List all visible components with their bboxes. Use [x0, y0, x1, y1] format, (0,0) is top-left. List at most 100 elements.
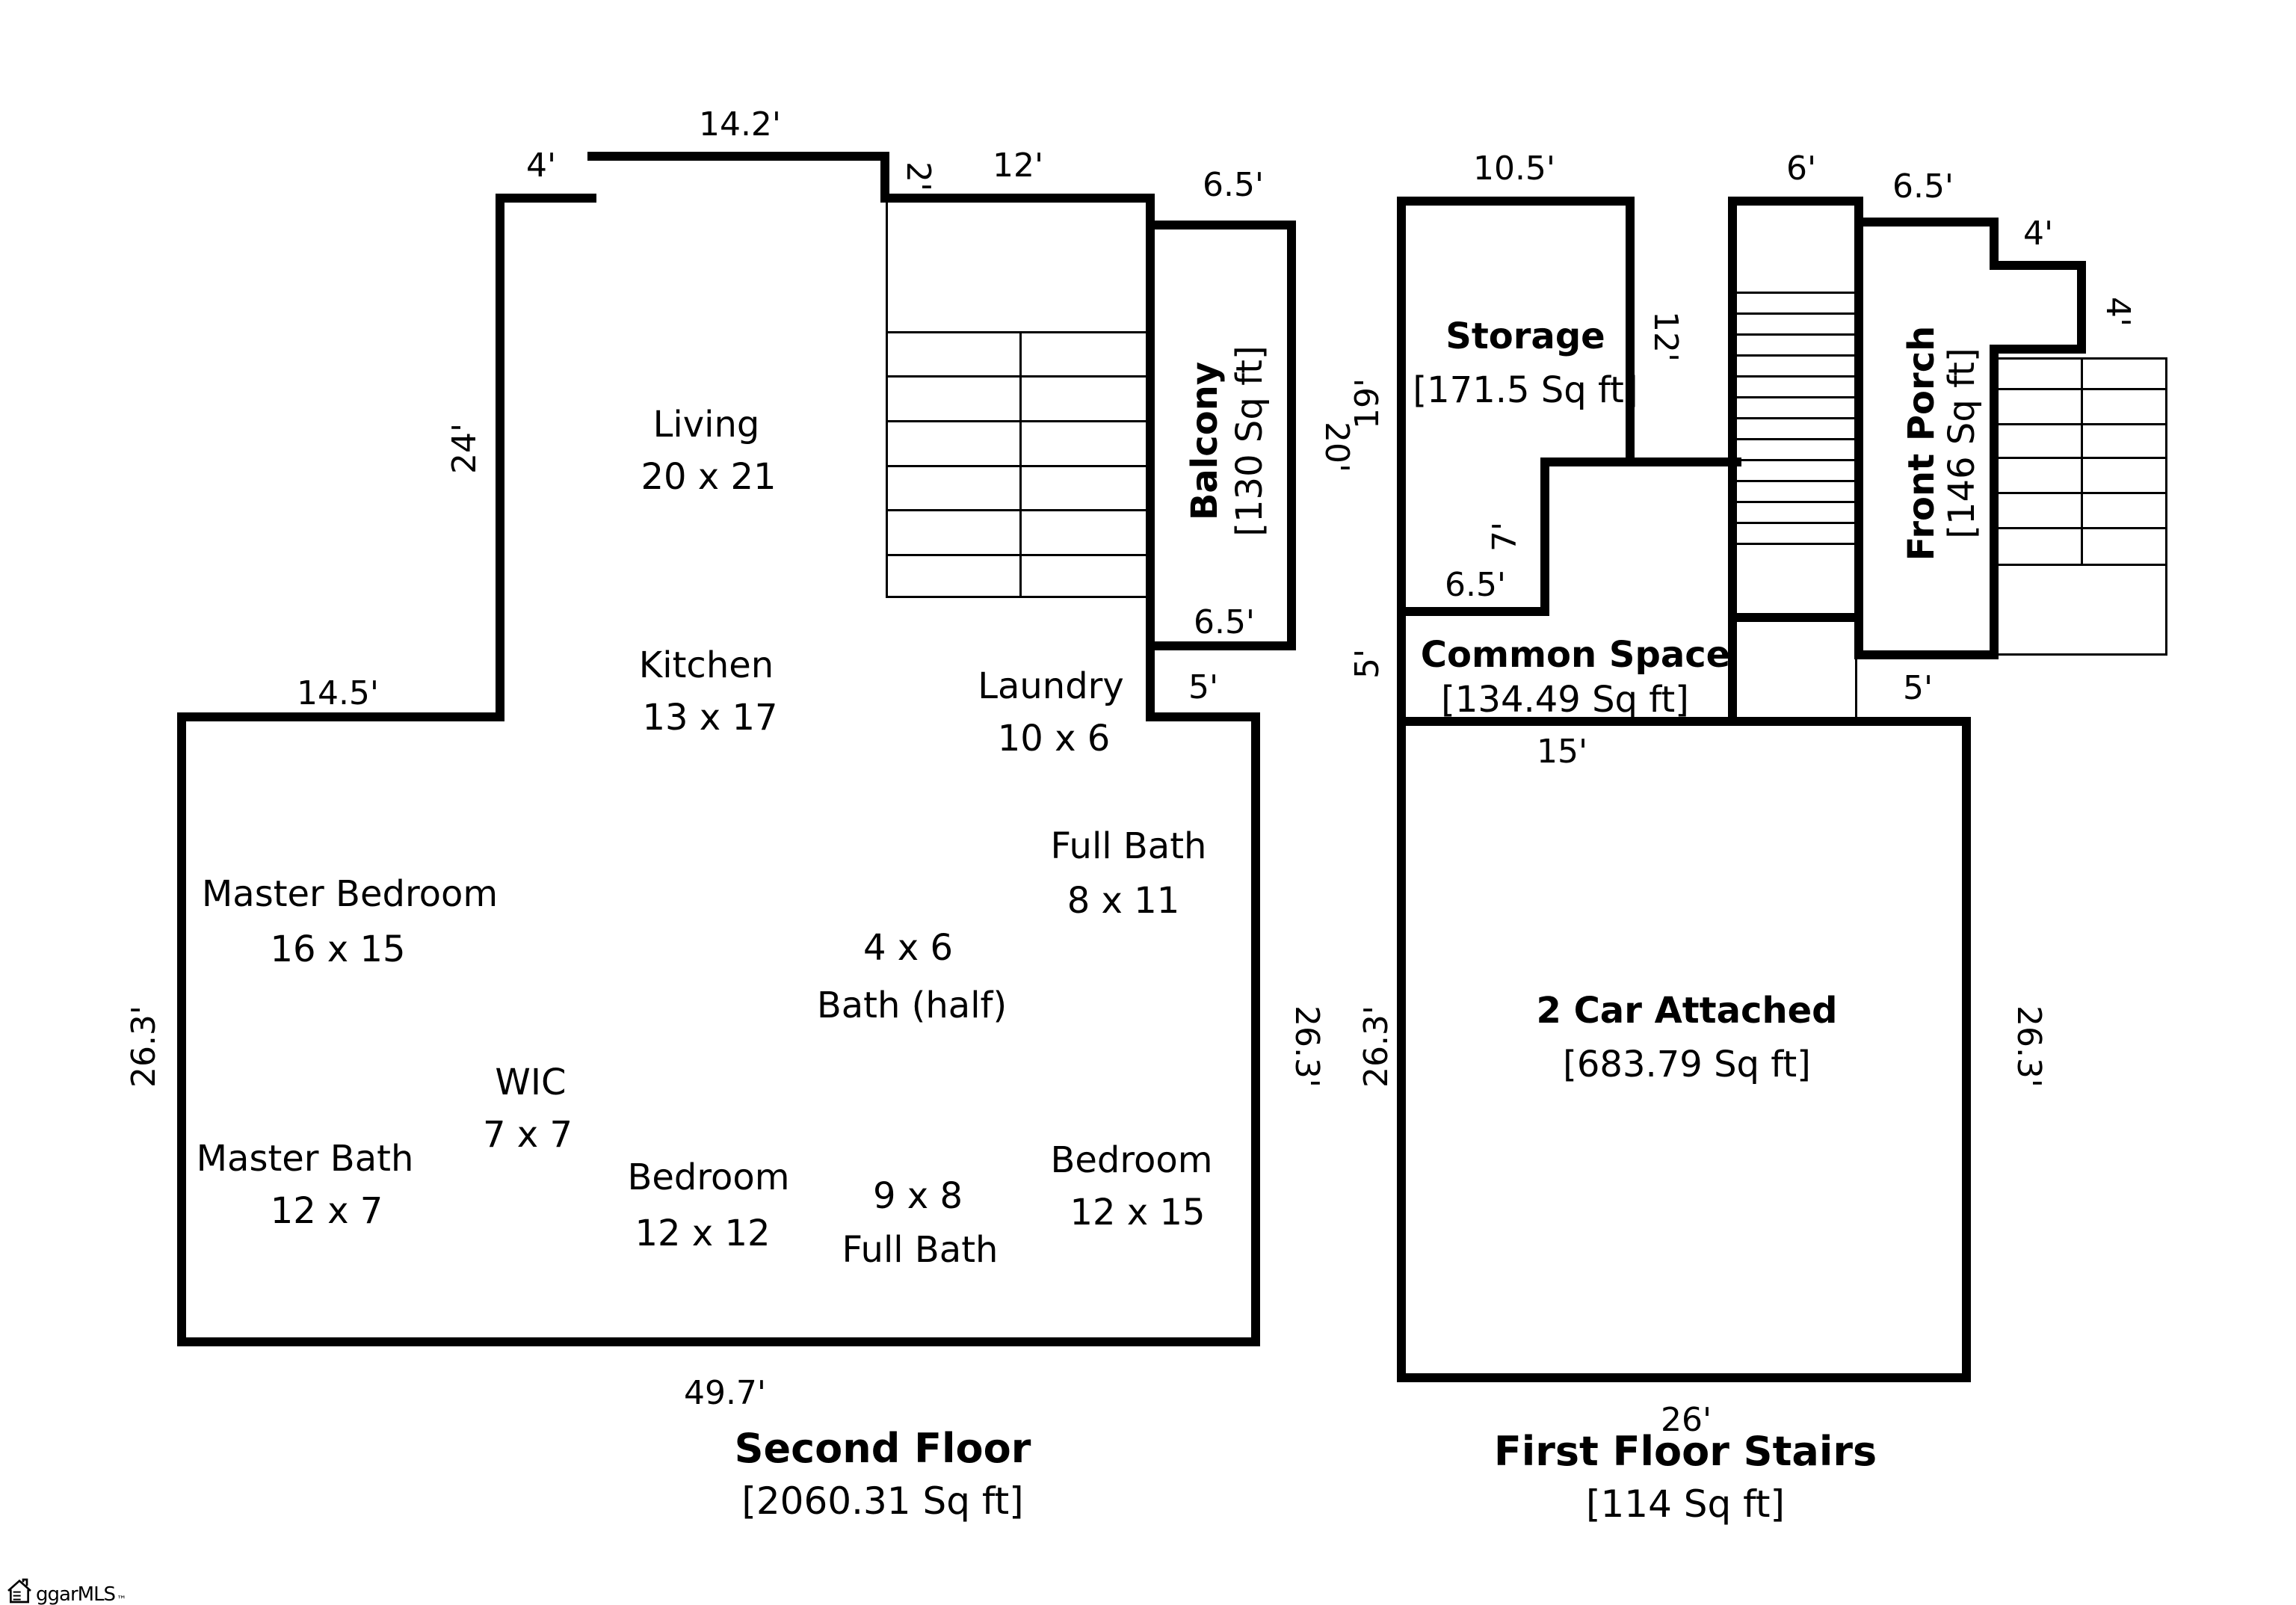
- watermark-tm: ™: [117, 1595, 127, 1605]
- wall: [1990, 261, 2086, 270]
- wall: [1854, 650, 1999, 659]
- stair-tread: [1737, 480, 1854, 482]
- dim-label: 26.3': [2010, 1005, 2048, 1088]
- dim-label: 5': [1902, 669, 1934, 707]
- wall: [1540, 458, 1549, 616]
- dim-label: 6.5': [1202, 166, 1265, 204]
- room-size: [146 Sq ft]: [1941, 348, 1983, 539]
- wall: [1146, 712, 1260, 721]
- dim-label: 19': [1348, 378, 1386, 430]
- stair-tread: [886, 331, 1146, 333]
- stairwell-edge: [886, 596, 1146, 598]
- wall: [1728, 613, 1863, 622]
- wall: [177, 712, 504, 721]
- dim-label: 20': [1318, 421, 1356, 473]
- wall: [1146, 194, 1155, 721]
- wall: [1397, 197, 1406, 1382]
- dim-label: 26.3': [1357, 1005, 1395, 1088]
- stair-tread: [1737, 438, 1854, 440]
- wall: [1540, 458, 1741, 466]
- room-size: 12 x 12: [635, 1213, 771, 1254]
- entry-step: [1999, 527, 2167, 529]
- dim-label: 6.5': [1892, 167, 1954, 206]
- mls-watermark: ggarMLS ™: [4, 1576, 126, 1605]
- room-label: Bath (half): [816, 985, 1007, 1026]
- wall: [1854, 218, 1999, 227]
- dim-label: 12': [1647, 310, 1685, 363]
- wall: [1728, 197, 1863, 206]
- stair-tread: [886, 420, 1146, 422]
- wall: [1251, 712, 1260, 1346]
- dim-label: 14.5': [296, 674, 380, 712]
- room-size: 12 x 15: [1070, 1192, 1206, 1233]
- entry-step-rail: [2081, 357, 2083, 566]
- dim-label: 6': [1786, 150, 1817, 188]
- floor-title: Second Floor: [734, 1425, 1031, 1472]
- stair-tread: [1737, 543, 1854, 545]
- stair-tread: [1737, 333, 1854, 336]
- room-label: Living: [652, 404, 760, 446]
- stair-tread: [886, 509, 1146, 511]
- room-size: [134.49 Sq ft]: [1441, 679, 1689, 721]
- dim-label: 6.5': [1193, 603, 1256, 641]
- entry-step: [1999, 423, 2167, 425]
- room-size: 7 x 7: [483, 1114, 573, 1156]
- room-size: 10 x 6: [997, 718, 1111, 760]
- dim-label: 26.3': [125, 1005, 163, 1088]
- floor-area: [2060.31 Sq ft]: [741, 1479, 1024, 1523]
- wall: [587, 152, 889, 161]
- room-label: Laundry: [978, 665, 1124, 707]
- entry-step: [1999, 492, 2167, 494]
- wall: [1397, 197, 1635, 206]
- entry-steps-edge: [1999, 653, 2167, 656]
- room-label: Storage: [1445, 315, 1605, 357]
- room-size: 20 x 21: [641, 456, 777, 498]
- balcony-wall: [1287, 221, 1296, 650]
- stair-tread: [886, 554, 1146, 556]
- stair-tread: [1737, 417, 1854, 419]
- dim-label: 7': [1486, 521, 1524, 552]
- room-label: Full Bath: [1050, 825, 1207, 867]
- dim-label: 15': [1536, 733, 1588, 771]
- stair-tread: [1737, 292, 1854, 294]
- room-size: 13 x 17: [642, 697, 778, 739]
- room-label: Master Bedroom: [201, 873, 499, 915]
- wall: [1962, 717, 1971, 1382]
- room-label: Balcony: [1184, 361, 1226, 521]
- stair-tread: [886, 465, 1146, 467]
- room-label: WIC: [495, 1062, 567, 1103]
- entry-step: [1999, 457, 2167, 459]
- room-size: 9 x 8: [873, 1175, 963, 1217]
- room-label: Kitchen: [638, 644, 774, 686]
- room-size: [130 Sq ft]: [1229, 345, 1271, 537]
- wall: [1397, 717, 1971, 726]
- watermark-brand: ggarMLS: [36, 1583, 116, 1605]
- room-label: Bedroom: [627, 1156, 790, 1198]
- dim-label: 26.3': [1288, 1005, 1326, 1088]
- room-label: 2 Car Attached: [1536, 990, 1838, 1032]
- stair-tread: [1737, 522, 1854, 524]
- dim-label: 6.5': [1444, 566, 1507, 604]
- room-size: 4 x 6: [863, 927, 953, 969]
- room-size: 12 x 7: [270, 1190, 383, 1232]
- dim-label: 12': [992, 147, 1044, 185]
- stair-tread: [1737, 396, 1854, 398]
- wall: [1626, 197, 1635, 466]
- entry-step: [1999, 564, 2167, 566]
- wall: [880, 152, 889, 203]
- wall: [1728, 197, 1737, 726]
- wall: [496, 194, 504, 721]
- house-logo-icon: [4, 1576, 34, 1605]
- dim-label: 49.7': [683, 1374, 767, 1412]
- room-size: 16 x 15: [270, 928, 406, 970]
- wall: [1397, 1373, 1971, 1382]
- stair-tread: [1737, 501, 1854, 503]
- wall: [2077, 261, 2086, 354]
- stairwell-edge: [886, 203, 888, 598]
- entry-steps-edge: [2165, 357, 2167, 656]
- dim-label: 26': [1660, 1401, 1712, 1439]
- room-label: Master Bath: [196, 1138, 414, 1180]
- balcony-wall: [1155, 221, 1296, 229]
- stair-tread: [886, 375, 1146, 378]
